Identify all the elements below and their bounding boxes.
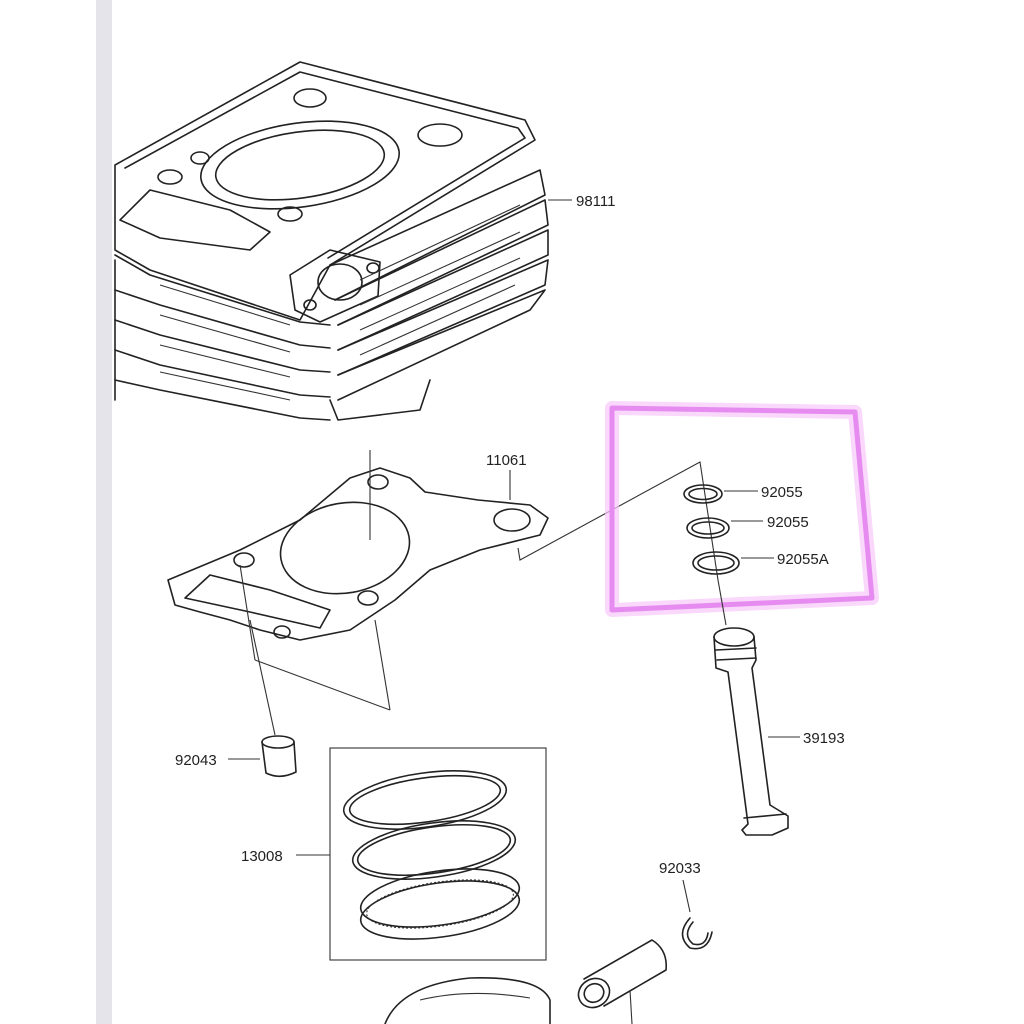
highlight-box [605, 401, 879, 617]
oil-pipe[interactable] [713, 627, 789, 836]
oring-middle[interactable] [686, 517, 730, 539]
oring-bottom[interactable] [692, 551, 740, 575]
base-gasket[interactable] [167, 467, 549, 641]
piston[interactable] [384, 977, 633, 1024]
label-98111: 98111 [576, 193, 616, 210]
label-92055a: 92055A [777, 551, 829, 568]
label-92055-b: 92055 [767, 514, 809, 531]
circlip[interactable] [681, 917, 713, 950]
label-11061: 11061 [486, 452, 527, 469]
label-92043: 92043 [175, 752, 217, 769]
label-13008: 13008 [241, 848, 283, 865]
piston-ring-set[interactable] [329, 747, 547, 961]
dowel-pin[interactable] [261, 735, 297, 778]
piston-pin[interactable] [573, 939, 668, 1013]
label-92033: 92033 [659, 860, 701, 877]
label-39193: 39193 [803, 730, 845, 747]
oring-top[interactable] [683, 484, 723, 504]
label-92055-a: 92055 [761, 484, 803, 501]
cylinder-block[interactable] [114, 61, 549, 421]
left-sidebar-strip [96, 0, 112, 1024]
diagram-page [112, 0, 1024, 1024]
